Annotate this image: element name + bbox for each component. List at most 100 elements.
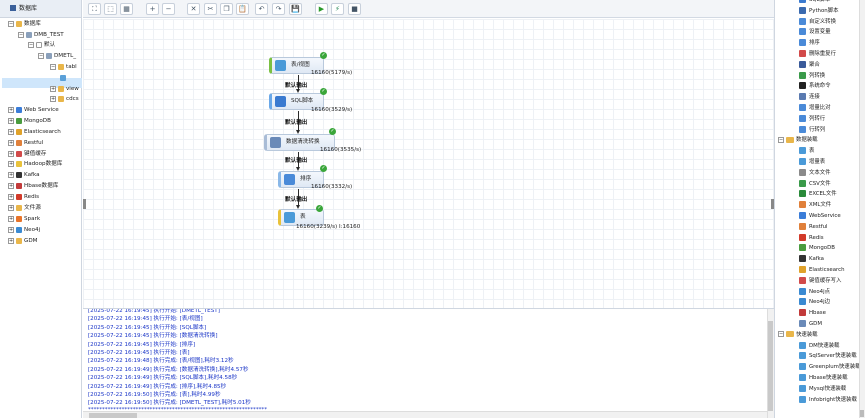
palette-item[interactable]: 设置变量: [799, 27, 831, 38]
palette-item[interactable]: Hbase快速装载: [799, 373, 847, 384]
expand-toggle-icon[interactable]: +: [50, 85, 56, 92]
palette-item[interactable]: 列转行: [799, 114, 825, 125]
log-vertical-scroll-thumb[interactable]: [768, 321, 773, 411]
tree-item[interactable]: +键值缓存: [8, 149, 46, 160]
palette-item[interactable]: EXCEL文件: [799, 189, 837, 200]
expand-toggle-icon[interactable]: +: [8, 237, 14, 244]
log-horizontal-scroll-thumb[interactable]: [89, 413, 137, 418]
expand-toggle-icon[interactable]: +: [8, 182, 14, 189]
zoom-in-button[interactable]: +: [146, 3, 159, 15]
delete-button[interactable]: ✕: [187, 3, 200, 15]
palette-item[interactable]: 文本文件: [799, 168, 831, 179]
palette-item[interactable]: CSV文件: [799, 179, 831, 190]
collapse-toggle-icon[interactable]: −: [778, 136, 784, 143]
palette-item[interactable]: GDM: [799, 319, 822, 330]
collapse-toggle-icon[interactable]: −: [28, 41, 34, 48]
right-splitter-handle[interactable]: [771, 199, 774, 209]
palette-item[interactable]: WebService: [799, 211, 841, 222]
palette-item[interactable]: 自定义转换: [799, 17, 836, 28]
tree-item[interactable]: +Web Service: [8, 105, 59, 116]
palette-item[interactable]: 增量表: [799, 157, 825, 168]
flow-edge[interactable]: [298, 111, 299, 130]
redo-button[interactable]: ↷: [272, 3, 285, 15]
zoom-out-button[interactable]: −: [162, 3, 175, 15]
expand-toggle-icon[interactable]: +: [8, 171, 14, 178]
tree-item[interactable]: +view: [50, 84, 79, 95]
tree-item[interactable]: +Neo4j: [8, 225, 40, 236]
palette-item[interactable]: Kafka: [799, 254, 824, 265]
expand-toggle-icon[interactable]: +: [8, 150, 14, 157]
flow-node[interactable]: 表/视图: [269, 57, 324, 74]
expand-toggle-icon[interactable]: +: [8, 139, 14, 146]
tree-item[interactable]: −DMB_TEST: [18, 30, 64, 41]
expand-toggle-icon[interactable]: +: [8, 226, 14, 233]
expand-toggle-icon[interactable]: +: [8, 215, 14, 222]
copy-button[interactable]: ❐: [220, 3, 233, 15]
palette-item[interactable]: 删除重复行: [799, 49, 836, 60]
paste-button[interactable]: 📋: [236, 3, 249, 15]
tree-item[interactable]: −tabl: [50, 62, 77, 73]
palette-item[interactable]: Restful: [799, 222, 828, 233]
collapse-toggle-icon[interactable]: −: [38, 52, 44, 59]
debug-button[interactable]: ⚡: [331, 3, 344, 15]
palette-item[interactable]: Hbase: [799, 308, 826, 319]
tree-item[interactable]: −DMETL_: [38, 51, 76, 62]
flow-node[interactable]: 表: [278, 209, 324, 226]
palette-item[interactable]: 聚合: [799, 60, 820, 71]
palette-item[interactable]: DM快速装载: [799, 341, 839, 352]
expand-toggle-icon[interactable]: +: [8, 160, 14, 167]
palette-item[interactable]: 键值缓存写入: [799, 276, 841, 287]
fit-view-button[interactable]: ⛶: [88, 3, 101, 15]
tree-item[interactable]: −默认: [28, 40, 55, 51]
palette-item[interactable]: XML文件: [799, 200, 831, 211]
expand-toggle-icon[interactable]: +: [50, 95, 56, 102]
palette-item[interactable]: 行转列: [799, 125, 825, 136]
palette-item[interactable]: Infobright快速装载: [799, 395, 857, 406]
palette-scroll-thumb[interactable]: [860, 410, 864, 417]
palette-item[interactable]: 表: [799, 146, 814, 157]
palette-item[interactable]: 连接: [799, 92, 820, 103]
expand-toggle-icon[interactable]: +: [8, 106, 14, 113]
log-horizontal-scrollbar[interactable]: [83, 411, 767, 418]
cut-button[interactable]: ✂: [204, 3, 217, 15]
tree-item[interactable]: +Hadoop数据库: [8, 159, 62, 170]
flow-edge[interactable]: [298, 189, 299, 205]
tree-item[interactable]: +Hbase数据库: [8, 181, 58, 192]
palette-item[interactable]: Python脚本: [799, 6, 838, 17]
palette-item[interactable]: 增量比对: [799, 103, 831, 114]
palette-item[interactable]: MongoDB: [799, 243, 835, 254]
flow-edge[interactable]: [298, 152, 299, 167]
palette-item[interactable]: Mysql快速装载: [799, 384, 846, 395]
palette-item[interactable]: 排序: [799, 38, 820, 49]
palette-item[interactable]: Redis: [799, 233, 824, 244]
palette-group[interactable]: −快速装载: [778, 330, 818, 341]
tree-item[interactable]: +cdcs: [50, 94, 79, 105]
palette-item[interactable]: Neo4j点: [799, 287, 830, 298]
palette-item[interactable]: Neo4j边: [799, 297, 830, 308]
collapse-toggle-icon[interactable]: −: [8, 20, 14, 27]
flow-node[interactable]: 排序: [278, 171, 324, 188]
flow-edge[interactable]: [298, 75, 299, 89]
tree-item[interactable]: +MongoDB: [8, 116, 51, 127]
palette-item[interactable]: SQL脚本: [799, 0, 830, 6]
palette-item[interactable]: SqlServer快速装载: [799, 351, 857, 362]
palette-item[interactable]: 系统命令: [799, 81, 831, 92]
flow-canvas[interactable]: 表/视图✓16160(5179/s)SQL脚本✓16160(3529/s)数据清…: [83, 19, 774, 308]
expand-toggle-icon[interactable]: +: [8, 204, 14, 211]
expand-toggle-icon[interactable]: +: [8, 193, 14, 200]
stop-button[interactable]: ■: [348, 3, 361, 15]
tree-item[interactable]: +Spark: [8, 214, 40, 225]
flow-node[interactable]: 数据清洗转换: [264, 134, 335, 151]
select-button[interactable]: ⬚: [104, 3, 117, 15]
tree-item[interactable]: −数据库: [8, 19, 41, 30]
palette-item[interactable]: 列转换: [799, 71, 825, 82]
collapse-toggle-icon[interactable]: −: [778, 331, 784, 338]
tree-item[interactable]: +Kafka: [8, 170, 40, 181]
tree-item[interactable]: [60, 73, 68, 84]
left-splitter-handle[interactable]: [83, 199, 86, 209]
tree-item[interactable]: +Restful: [8, 138, 43, 149]
tree-item[interactable]: +Elasticsearch: [8, 127, 61, 138]
tree-item[interactable]: +Redis: [8, 192, 39, 203]
palette-item[interactable]: Elasticsearch: [799, 265, 845, 276]
undo-button[interactable]: ↶: [255, 3, 268, 15]
